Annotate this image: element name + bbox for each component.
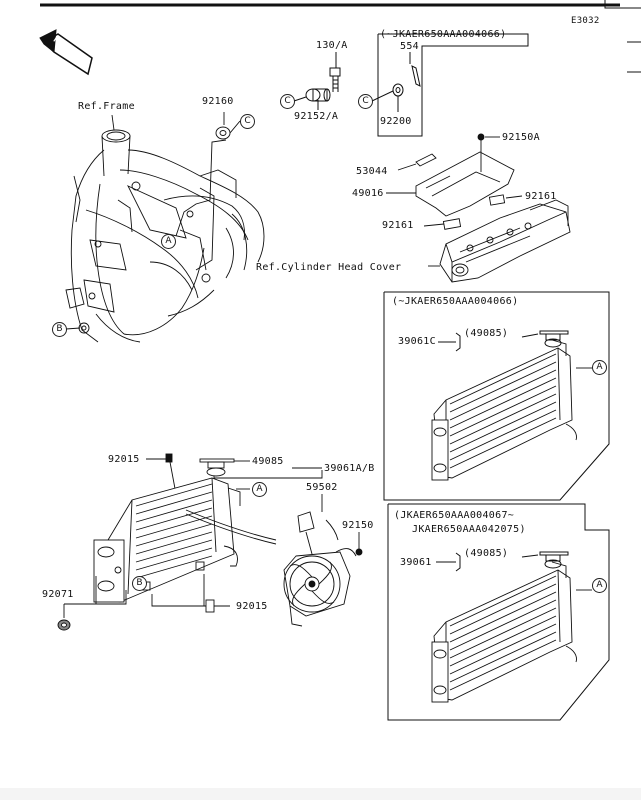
part-49085-bottom: (49085) (464, 548, 509, 559)
part-92015-top: 92015 (108, 454, 140, 465)
radiator-illustration-upper (431, 339, 592, 481)
radiator-illustration-main (57, 453, 323, 631)
fan-illustration (283, 494, 363, 627)
part-59502: 59502 (306, 482, 338, 493)
part-554: 554 (400, 41, 419, 52)
top-variant-box (371, 33, 529, 137)
part-49016: 49016 (352, 188, 384, 199)
radiator-illustration-lower (431, 561, 592, 703)
part-92160: 92160 (202, 96, 234, 107)
callout-c-spacer: C (280, 94, 295, 109)
front-arrow-icon (39, 29, 93, 76)
callout-b-main: B (132, 576, 147, 591)
callout-b-frame: B (52, 322, 67, 337)
callout-a-middle: A (592, 360, 607, 375)
part-92150: 92150 (342, 520, 374, 531)
part-92015-bottom: 92015 (236, 601, 268, 612)
frame-illustration (65, 112, 265, 343)
callout-a-frame: A (161, 234, 176, 249)
part-92071: 92071 (42, 589, 74, 600)
cylinder-head-cover-illustration (386, 133, 571, 283)
middle-box-title: (~JKAER650AAA004066) (392, 296, 519, 307)
figure-code: E3032 (571, 16, 600, 26)
part-49085: 49085 (252, 456, 284, 467)
part-92161-left: 92161 (382, 220, 414, 231)
callout-c-grommet: C (358, 94, 373, 109)
part-53044: 53044 (356, 166, 388, 177)
front-label: FRONT (51, 34, 78, 57)
callout-a-main: A (252, 482, 267, 497)
part-92200: 92200 (380, 116, 412, 127)
callout-a-bottom: A (592, 578, 607, 593)
page-bottom-band (0, 788, 641, 800)
bolt-group-130A (293, 52, 341, 110)
callout-c-frame: C (240, 114, 255, 129)
part-130A: 130/A (316, 40, 348, 51)
part-39061C: 39061C (398, 336, 436, 347)
part-39061: 39061 (400, 557, 432, 568)
top-box-title: (~JKAER650AAA004066) (380, 29, 507, 40)
part-39061AB: 39061A/B (324, 463, 375, 474)
part-92161-right: 92161 (525, 191, 557, 202)
bottom-box-title-line2: JKAER650AAA042075) (412, 524, 526, 535)
part-49085-middle: (49085) (464, 328, 509, 339)
header-lines (40, 0, 641, 73)
part-92150A: 92150A (502, 132, 540, 143)
ref-cylinder-head-cover-label: Ref.Cylinder Head Cover (256, 262, 402, 273)
bottom-box-title-line1: (JKAER650AAA004067~ (394, 510, 515, 521)
part-92152A: 92152/A (294, 111, 339, 122)
bottom-variant-box (387, 503, 610, 721)
ref-frame-label: Ref.Frame (78, 101, 135, 112)
